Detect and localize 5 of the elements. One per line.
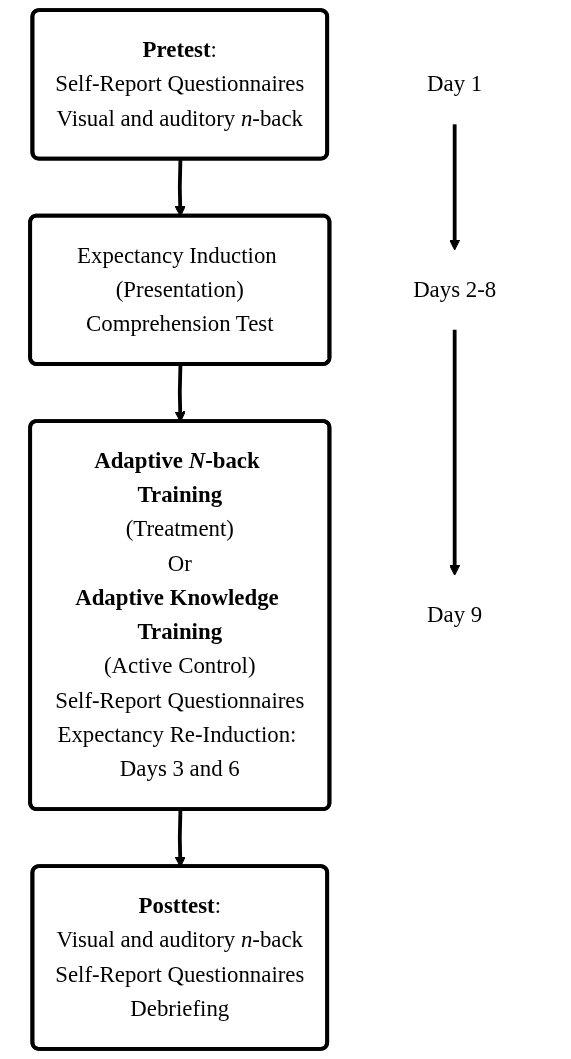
node-text: Day 1 <box>426 71 482 97</box>
arrow <box>448 124 460 251</box>
node-text: Days 2-8 <box>412 276 496 302</box>
arrow <box>448 329 460 576</box>
node-text: Day 9 <box>426 601 482 628</box>
